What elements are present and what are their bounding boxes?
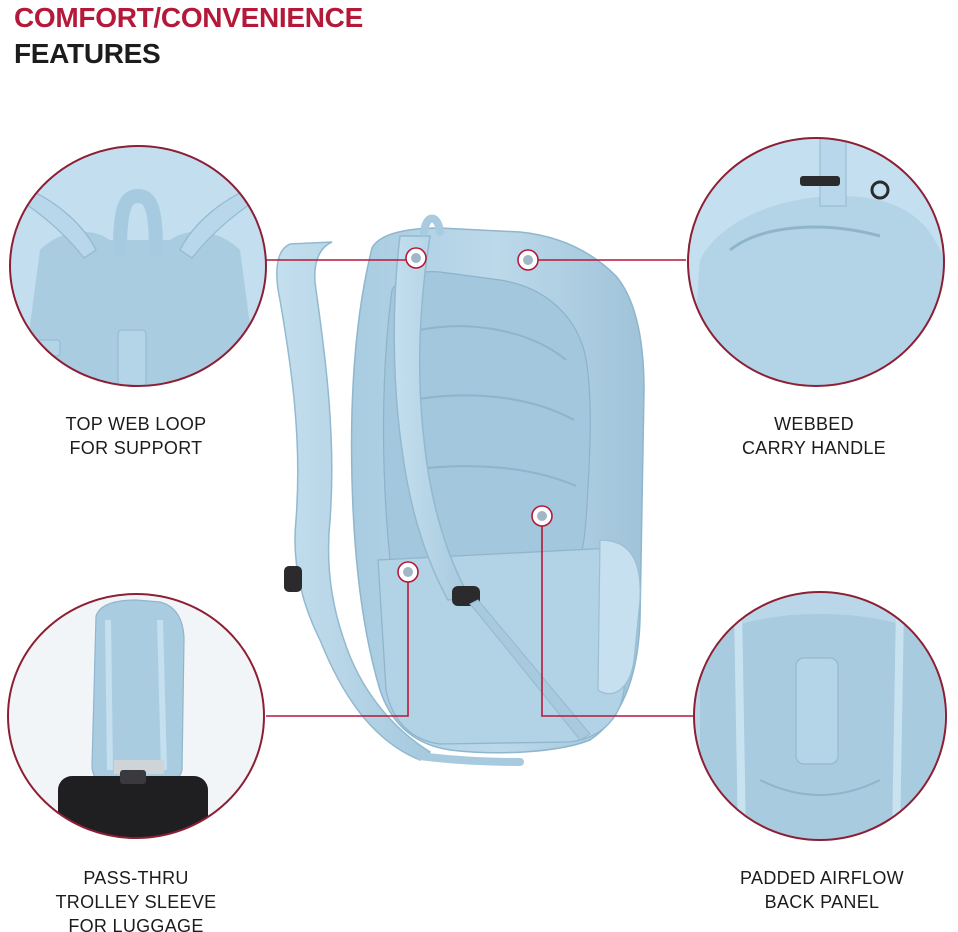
caption-line: BACK PANEL xyxy=(764,892,880,912)
caption-line: TOP WEB LOOP xyxy=(65,414,207,434)
caption-line: WEBBED xyxy=(774,414,854,434)
backpack-top-loop xyxy=(420,214,444,236)
page-title-line-1: COMFORT/CONVENIENCE xyxy=(14,2,363,33)
marker-back-panel xyxy=(531,505,553,527)
caption-line: PADDED AIRFLOW xyxy=(740,868,904,888)
backpack-strap-buckle xyxy=(452,586,480,606)
caption-trolley-sleeve: PASS-THRU TROLLEY SLEEVE FOR LUGGAGE xyxy=(16,866,256,932)
caption-line: PASS-THRU xyxy=(83,868,189,888)
callout-markers xyxy=(397,247,553,583)
backpack-side-pocket xyxy=(597,539,641,695)
connector-bottom-right xyxy=(541,516,694,717)
detail-back-panel xyxy=(693,591,947,841)
connector-bottom-left xyxy=(266,572,409,717)
caption-line: TROLLEY SLEEVE xyxy=(55,892,217,912)
detail-top-web-loop xyxy=(9,145,267,387)
caption-line: FOR SUPPORT xyxy=(69,438,203,458)
marker-trolley-sleeve xyxy=(397,561,419,583)
backpack-side-buckle xyxy=(284,566,302,592)
callout-connectors xyxy=(266,259,694,717)
marker-carry-handle xyxy=(517,249,539,271)
page-title-line-2: FEATURES xyxy=(14,38,161,69)
caption-line: FOR LUGGAGE xyxy=(68,916,204,932)
backpack-left-strap xyxy=(276,241,432,761)
caption-top-web-loop: TOP WEB LOOP FOR SUPPORT xyxy=(16,412,256,460)
caption-back-panel: PADDED AIRFLOW BACK PANEL xyxy=(700,866,944,914)
detail-carry-handle xyxy=(687,137,945,387)
backpack-main xyxy=(276,214,645,766)
detail-trolley-sleeve xyxy=(7,593,265,839)
luggage-case xyxy=(58,776,208,838)
caption-carry-handle: WEBBED CARRY HANDLE xyxy=(694,412,934,460)
caption-line: CARRY HANDLE xyxy=(742,438,886,458)
marker-top-loop xyxy=(405,247,427,269)
